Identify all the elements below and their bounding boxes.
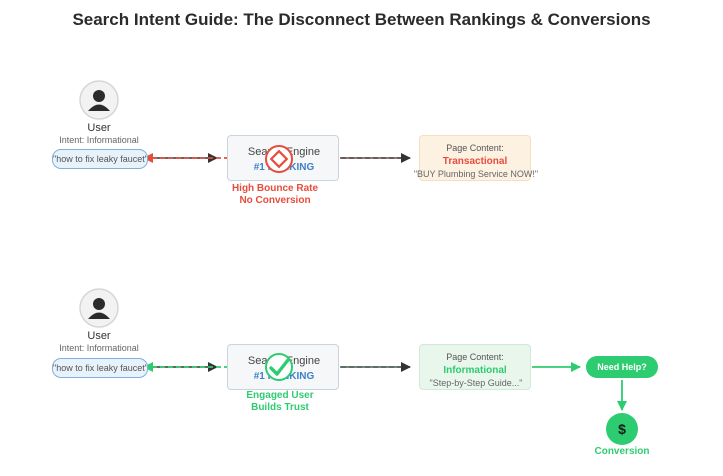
user-label-1: User [87, 122, 111, 134]
outcome-good-line2: Builds Trust [251, 402, 309, 413]
content-type-2: Informational [443, 365, 507, 376]
content-desc-1: "BUY Plumbing Service NOW!" [413, 169, 539, 179]
content-label-1: Page Content: [446, 143, 504, 153]
page-content-box-1: Page Content: Transactional "BUY Plumbin… [414, 135, 538, 181]
outcome-good: Engaged User Builds Trust [210, 390, 350, 414]
need-help-button[interactable]: Need Help? [586, 356, 658, 378]
user-label-2: User [87, 330, 111, 342]
user-intent-2: Intent: Informational [59, 343, 139, 353]
user-avatar-2 [79, 288, 119, 333]
outcome-bad-line2: No Conversion [239, 195, 311, 206]
outcome-good-line1: Engaged User [246, 390, 314, 401]
search-query-1: "how to fix leaky faucet" [52, 149, 148, 169]
page-content-box-2: Page Content: Informational "Step-by-Ste… [419, 344, 531, 390]
content-label-2: Page Content: [446, 352, 504, 362]
diamond-warning-icon [264, 144, 294, 179]
conversion-symbol: $ [618, 421, 626, 437]
diagram-title: Search Intent Guide: The Disconnect Betw… [72, 10, 651, 29]
content-type-1: Transactional [442, 156, 508, 167]
conversion-dollar-icon: $ [606, 413, 638, 450]
user-icon [79, 288, 119, 328]
user-intent-1: Intent: Informational [59, 135, 139, 145]
search-query-2: "how to fix leaky faucet" [52, 358, 148, 378]
user-icon [79, 80, 119, 120]
content-desc-2: "Step-by-Step Guide..." [429, 378, 523, 388]
conversion-label: Conversion [594, 446, 650, 457]
checkmark-icon [264, 352, 294, 387]
outcome-bad: High Bounce Rate No Conversion [205, 183, 345, 207]
outcome-bad-line1: High Bounce Rate [231, 183, 319, 194]
user-avatar-1 [79, 80, 119, 125]
